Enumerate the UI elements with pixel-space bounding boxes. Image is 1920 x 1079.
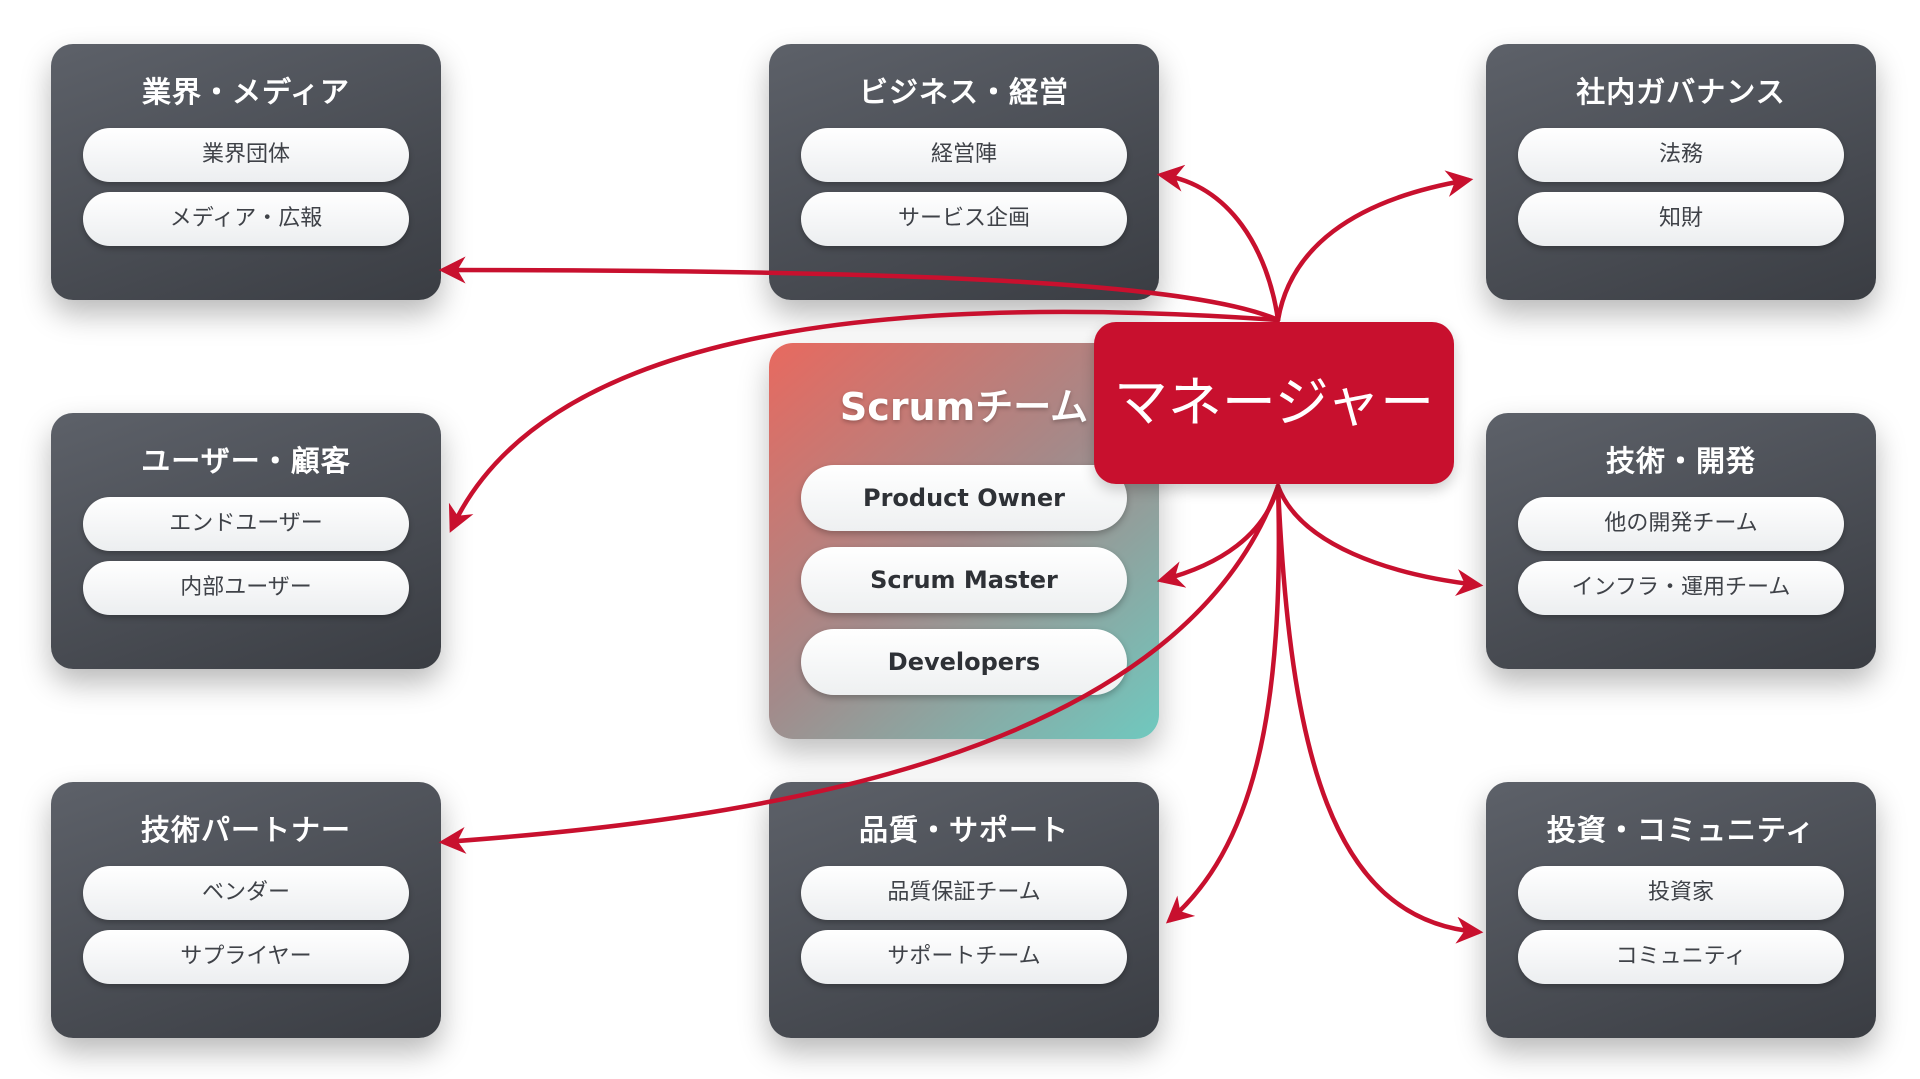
stakeholder-pill: メディア・広報 (83, 192, 409, 246)
stakeholder-pill: 知財 (1518, 192, 1844, 246)
role-scrum-master: Scrum Master (801, 547, 1127, 613)
group-tech-dev: 技術・開発 他の開発チーム インフラ・運用チーム (1486, 413, 1876, 669)
stakeholder-pill: 経営陣 (801, 128, 1127, 182)
stakeholder-pill: インフラ・運用チーム (1518, 561, 1844, 615)
stakeholder-pill: 品質保証チーム (801, 866, 1127, 920)
role-developers: Developers (801, 629, 1127, 695)
group-tech-partners: 技術パートナー ベンダー サプライヤー (51, 782, 441, 1038)
group-industry-media: 業界・メディア 業界団体 メディア・広報 (51, 44, 441, 300)
stakeholder-pill: 投資家 (1518, 866, 1844, 920)
arrow-to-quality-support (1165, 483, 1282, 924)
stakeholder-pill: コミュニティ (1518, 930, 1844, 984)
group-business: ビジネス・経営 経営陣 サービス企画 (769, 44, 1159, 300)
stakeholder-pill: 内部ユーザー (83, 561, 409, 615)
arrow-to-business (1156, 164, 1281, 323)
group-title: 技術パートナー (140, 813, 351, 847)
arrow-to-scrum-team (1156, 483, 1281, 588)
manager-box: マネージャー (1094, 322, 1454, 484)
stakeholder-pill: 業界団体 (83, 128, 409, 182)
stakeholder-pill: 他の開発チーム (1518, 497, 1844, 551)
arrow-to-tech-dev (1275, 483, 1484, 596)
arrow-to-invest-community (1275, 483, 1484, 944)
stakeholder-pill: エンドユーザー (83, 497, 409, 551)
group-users: ユーザー・顧客 エンドユーザー 内部ユーザー (51, 413, 441, 669)
stakeholder-pill: サプライヤー (83, 930, 409, 984)
stakeholder-pill: サポートチーム (801, 930, 1127, 984)
group-invest-community: 投資・コミュニティ 投資家 コミュニティ (1486, 782, 1876, 1038)
group-title: 社内ガバナンス (1576, 75, 1786, 109)
group-title: ビジネス・経営 (858, 75, 1069, 109)
group-quality-support: 品質・サポート 品質保証チーム サポートチーム (769, 782, 1159, 1038)
arrow-to-governance (1275, 170, 1474, 323)
group-title: 投資・コミュニティ (1546, 813, 1816, 847)
group-title: 業界・メディア (142, 75, 350, 109)
group-governance: 社内ガバナンス 法務 知財 (1486, 44, 1876, 300)
stakeholder-pill: ベンダー (83, 866, 409, 920)
group-title: ユーザー・顧客 (141, 444, 351, 478)
stakeholder-pill: 法務 (1518, 128, 1844, 182)
group-title: 品質・サポート (858, 813, 1069, 847)
role-product-owner: Product Owner (801, 465, 1127, 531)
stakeholder-pill: サービス企画 (801, 192, 1127, 246)
group-title: 技術・開発 (1605, 444, 1756, 478)
